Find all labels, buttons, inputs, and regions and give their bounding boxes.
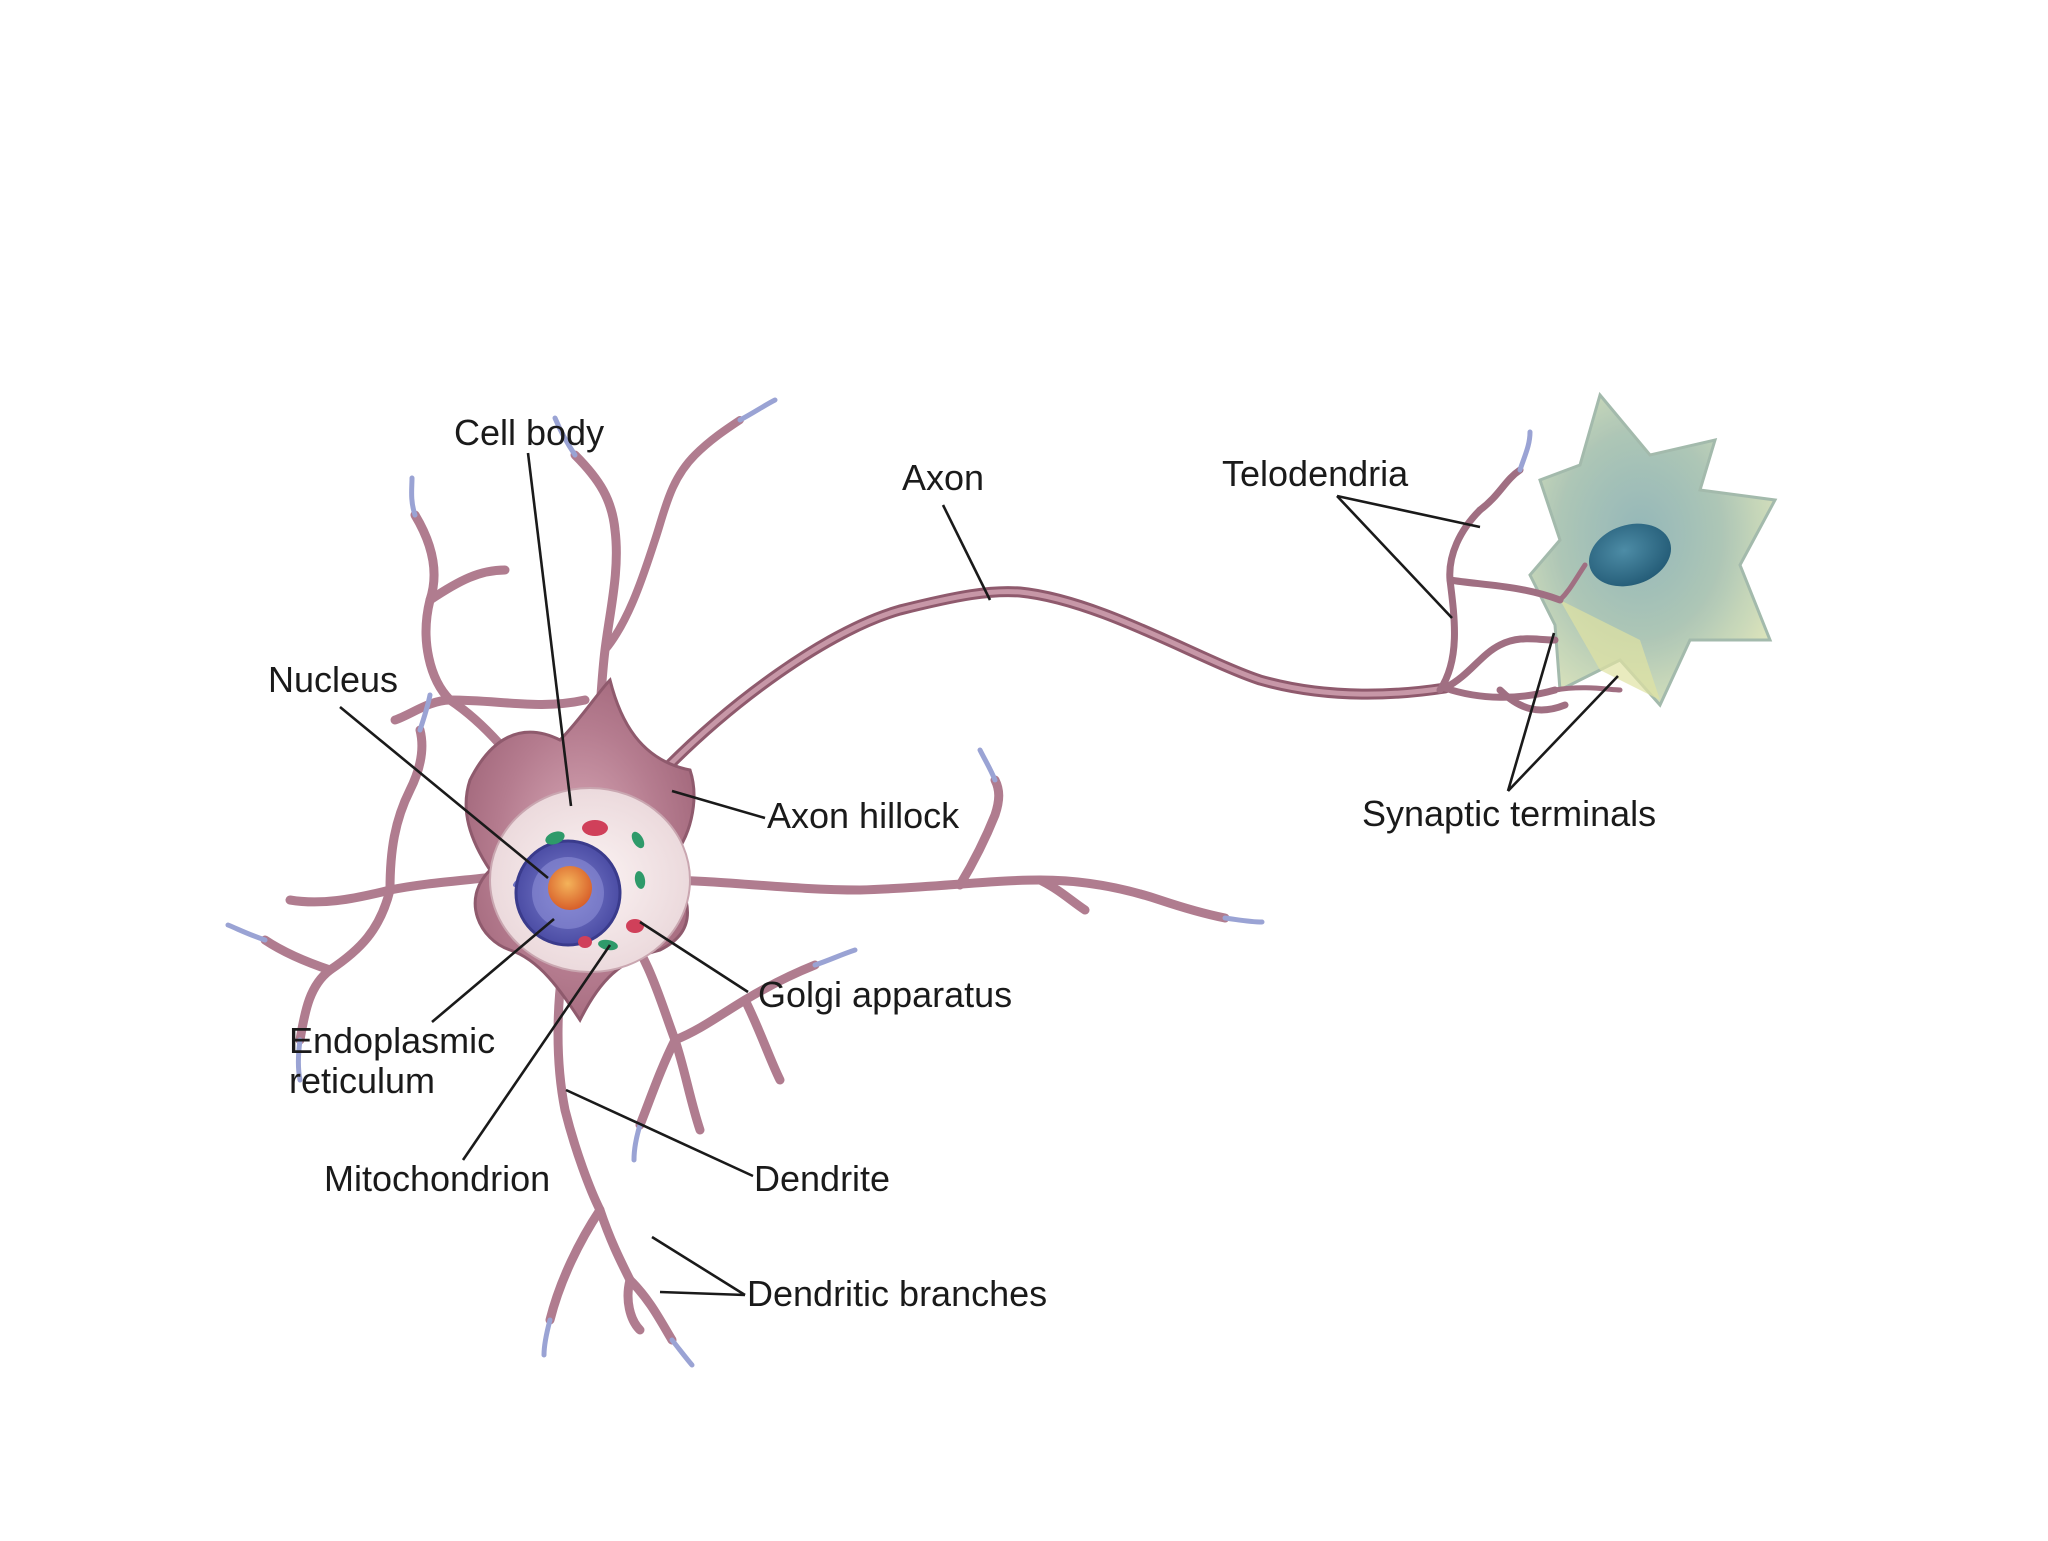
label-axon: Axon bbox=[902, 457, 985, 498]
label-synaptic-terminals: Synaptic terminals bbox=[1362, 793, 1657, 834]
label-golgi-apparatus: Golgi apparatus bbox=[758, 974, 1013, 1015]
label-mitochondrion: Mitochondrion bbox=[324, 1158, 551, 1199]
leader-lines bbox=[339, 452, 1619, 1297]
label-dendrite: Dendrite bbox=[754, 1158, 891, 1199]
soma bbox=[464, 677, 696, 1023]
target-cell bbox=[1528, 391, 1778, 708]
nucleolus-shape bbox=[548, 866, 592, 910]
axon bbox=[644, 586, 1451, 791]
label-cell-body: Cell body bbox=[454, 412, 605, 453]
label-dendritic-branches: Dendritic branches bbox=[747, 1273, 1048, 1314]
golgi-shape bbox=[578, 820, 644, 948]
label-axon-hillock: Axon hillock bbox=[767, 795, 960, 836]
dendrites bbox=[260, 416, 1230, 1345]
target-nucleus bbox=[1588, 523, 1672, 587]
label-endoplasmic-reticulum-line1: Endoplasmic bbox=[289, 1020, 496, 1061]
dendrite-tips bbox=[225, 397, 1265, 1368]
label-endoplasmic-reticulum-line2: reticulum bbox=[289, 1060, 436, 1101]
label-telodendria: Telodendria bbox=[1222, 453, 1409, 494]
mitochondria-shapes bbox=[545, 831, 646, 951]
label-nucleus: Nucleus bbox=[268, 659, 399, 700]
